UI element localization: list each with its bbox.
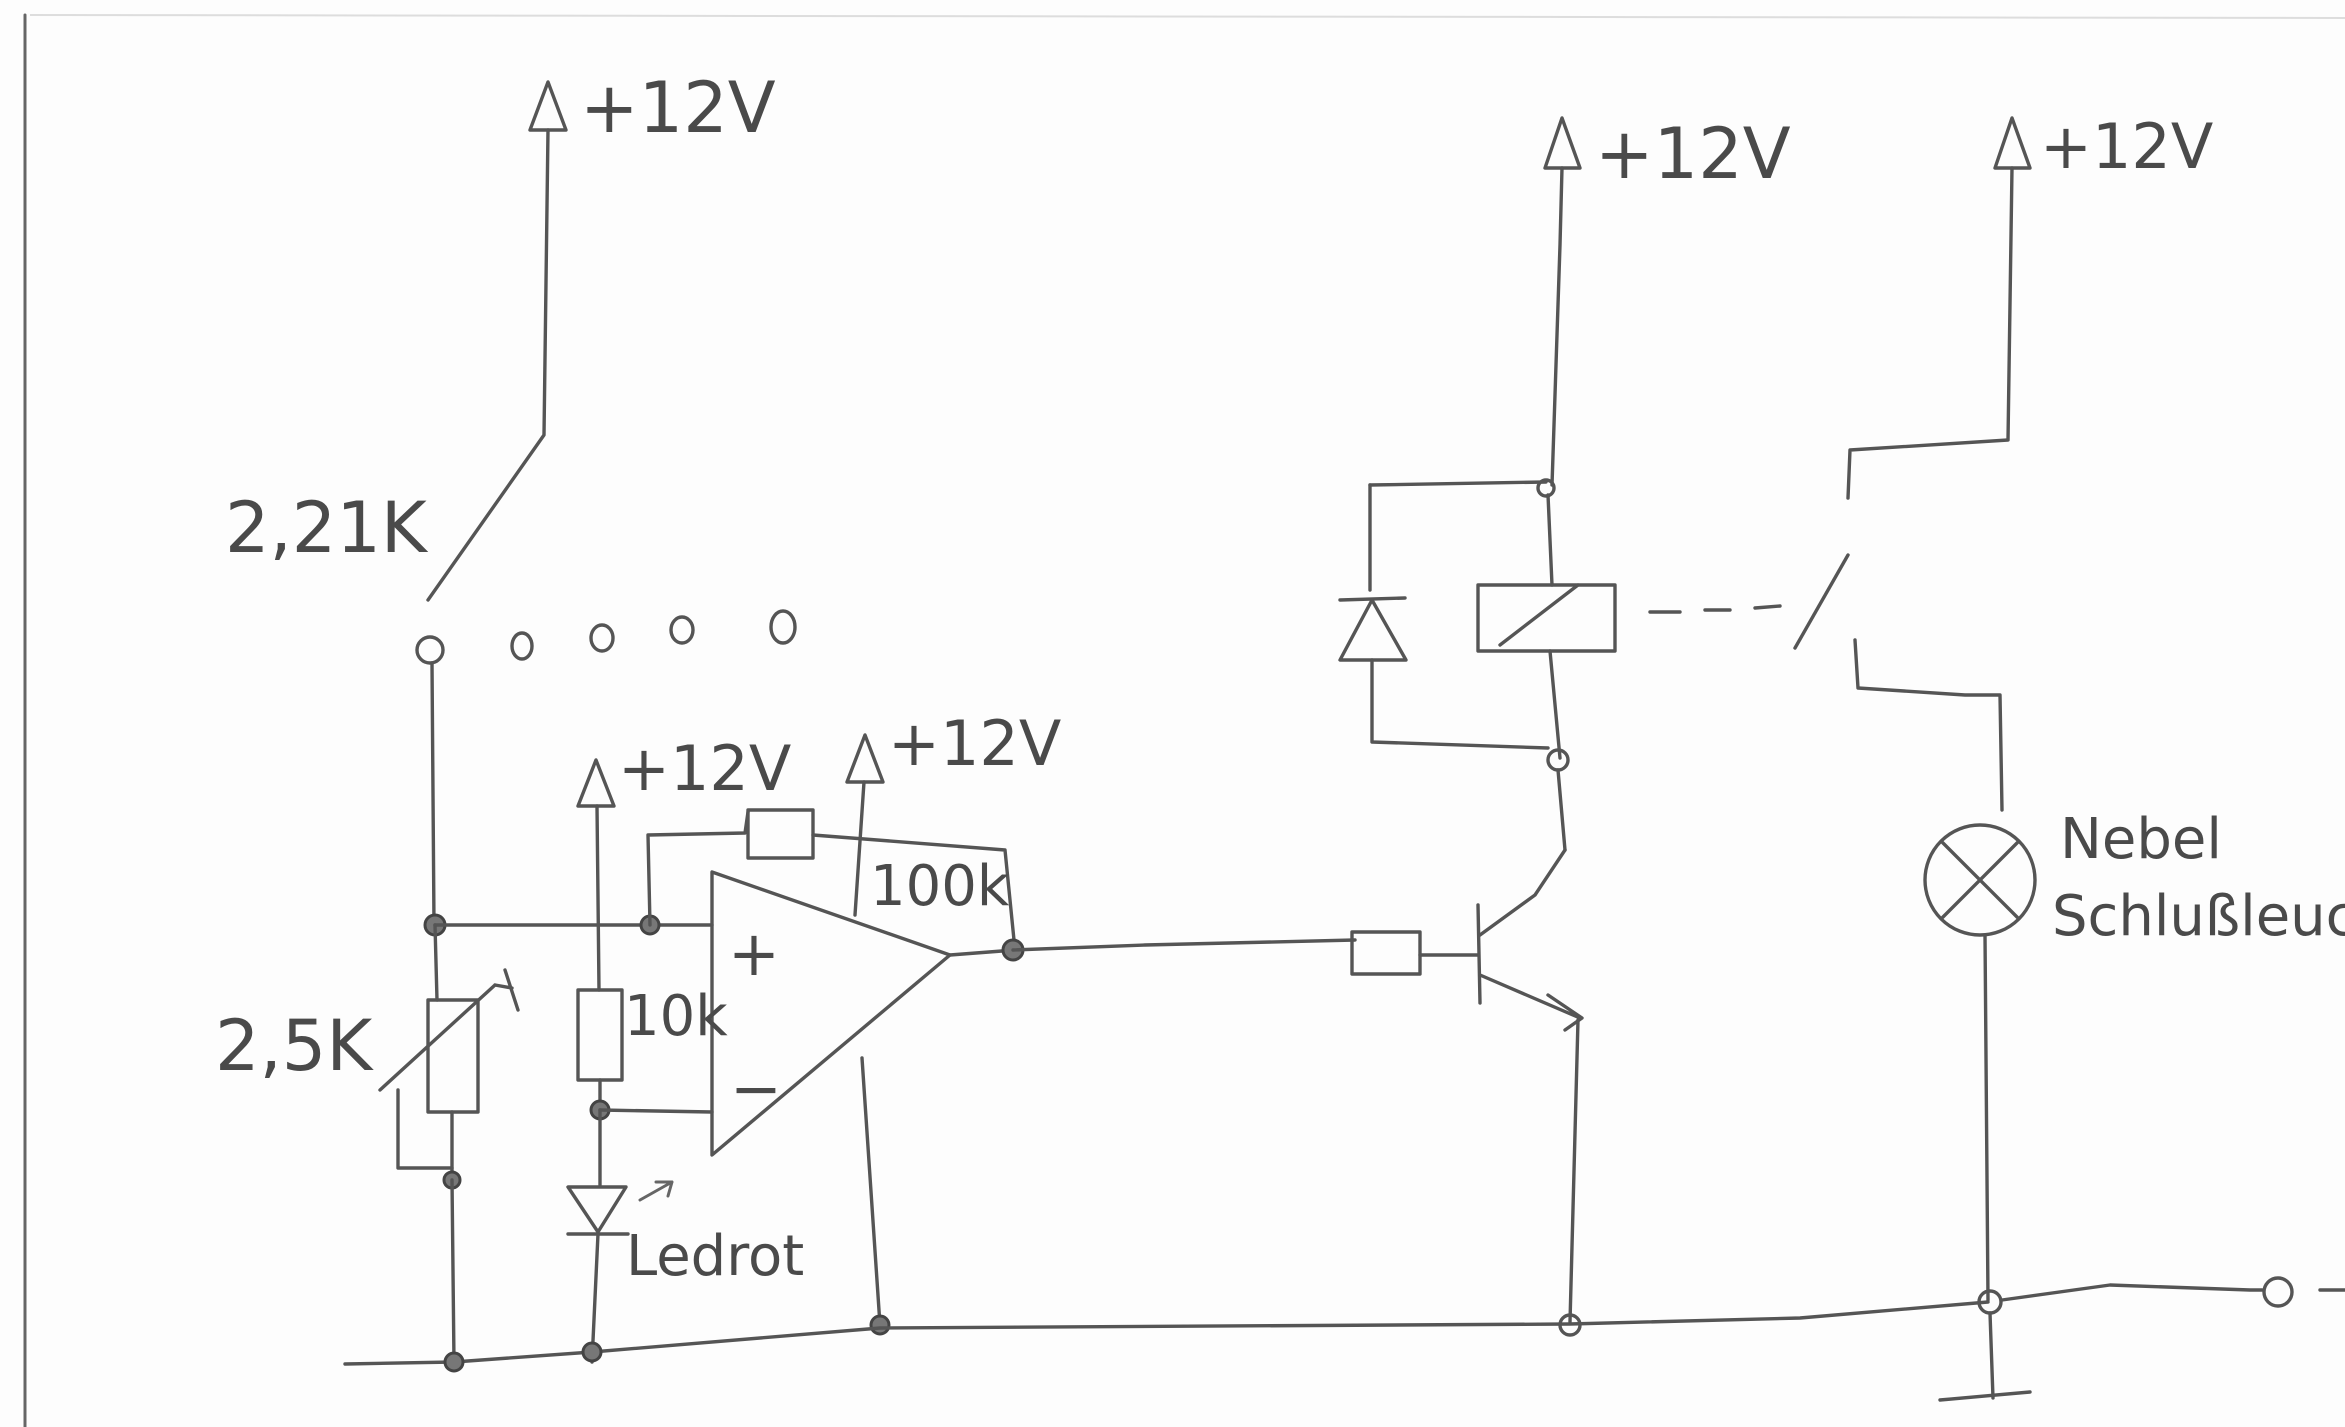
label-supply-switch: +12V	[580, 67, 776, 149]
ntc-arrow	[378, 968, 520, 1092]
relay-mechanical-link	[1648, 604, 1782, 614]
label-supply-opamp: +12V	[888, 707, 1061, 780]
led-light-arrow	[638, 1180, 674, 1202]
bias-resistor-body	[576, 988, 624, 1082]
node-relay-top	[1536, 478, 1556, 498]
switch-terminal-5	[769, 609, 797, 645]
opamp-minus-sign: −	[730, 1052, 782, 1125]
switch-terminal-4	[669, 615, 695, 645]
transistor-base-bar	[1476, 903, 1482, 1005]
output-terminal	[2262, 1276, 2294, 1308]
feedback-resistor-body	[746, 808, 815, 860]
led-symbol	[566, 1185, 628, 1234]
node-opamp-ground	[869, 1314, 891, 1336]
supply-arrow-relay	[1543, 116, 1582, 170]
opamp-ground-wire	[860, 1056, 882, 1327]
label-ntc-resistor: 2,5K	[215, 1005, 374, 1087]
switch-terminal-1	[415, 635, 445, 665]
ntc-body	[426, 998, 480, 1114]
label-feedback-resistor: 100k	[870, 854, 1010, 919]
relay-contact-stage	[1793, 116, 2345, 1402]
lamp-symbol	[1923, 823, 2037, 937]
label-led: Ledrot	[626, 1224, 804, 1289]
opamp-body	[710, 870, 952, 1157]
selector-switch	[415, 80, 797, 665]
output-wire	[1011, 938, 1357, 952]
switch-terminal-2	[510, 631, 534, 661]
sheet-top-edge	[29, 14, 2345, 19]
feedback-wire-left	[646, 810, 750, 927]
minus-input-wire	[598, 1108, 714, 1114]
supply-arrow-lamp	[1993, 116, 2032, 170]
supply-arrow-switch	[528, 80, 568, 132]
transistor-stage	[1350, 848, 1584, 1337]
opamp-plus-sign: +	[728, 917, 780, 990]
relay-contact-blade	[1793, 553, 1850, 650]
switch-terminal-3	[589, 623, 615, 653]
label-lamp-line2: Schlußleuch	[2052, 884, 2345, 949]
node-ground-1	[443, 1351, 465, 1373]
chassis-ground-symbol	[1938, 1390, 2032, 1402]
label-switch-resistor: 2,21K	[225, 487, 429, 569]
switch-output-wire	[430, 661, 436, 927]
base-resistor-body	[1350, 930, 1422, 976]
opamp-supply-wire	[853, 780, 866, 917]
label-supply-relay: +12V	[1595, 113, 1791, 195]
relay-coil-body	[1476, 583, 1617, 653]
transistor-collector	[1478, 848, 1567, 937]
node-ground-2	[581, 1341, 603, 1363]
label-lamp-line1: Nebel	[2060, 807, 2222, 872]
transistor-emitter	[1478, 973, 1584, 1032]
supply-arrow-bias	[576, 758, 616, 808]
relay-coil-stage	[1338, 116, 1617, 852]
label-bias-resistor: 10k	[624, 984, 728, 1049]
label-supply-lamp: +12V	[2040, 110, 2213, 183]
feedback-wire-right	[811, 833, 1017, 952]
ntc-resistor	[378, 923, 520, 1364]
label-supply-bias: +12V	[618, 732, 791, 805]
supply-arrow-opamp	[845, 733, 885, 784]
bias-divider	[566, 758, 714, 1364]
freewheel-diode	[1338, 598, 1408, 662]
switch-wiper	[426, 128, 550, 602]
emitter-ground-wire	[1568, 1018, 1580, 1324]
